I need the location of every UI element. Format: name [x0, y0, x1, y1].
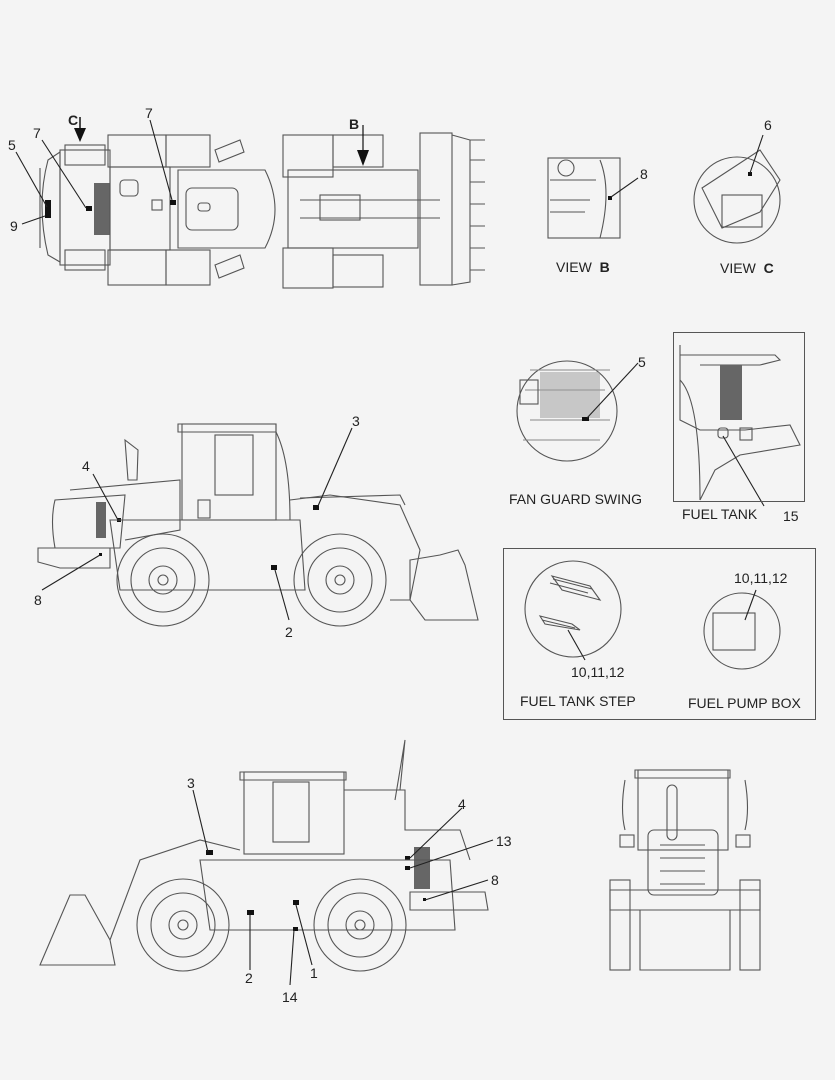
callout-15: 15 [783, 508, 799, 524]
fuel-pump-box-drawing [703, 589, 781, 670]
callout-8: 8 [34, 592, 42, 608]
view-arrow-b-label: B [349, 116, 360, 132]
right-side-view-drawing [39, 739, 494, 986]
fuel-tank-panel-frame [673, 332, 805, 502]
callout-7-hood: 7 [33, 125, 41, 141]
callout-2: 2 [285, 624, 293, 640]
fan-guard-swing-caption: FAN GUARD SWING [509, 491, 643, 507]
fuel-tank-step-pump-box-panel-frame [503, 548, 816, 720]
callout-2: 2 [245, 970, 253, 986]
view-b-caption: VIEW B [556, 260, 610, 274]
callout-7-cab: 7 [145, 105, 153, 121]
callout-8: 8 [491, 872, 499, 888]
fan-guard-swing-drawing [516, 360, 639, 462]
view-c-caption-letter: C [763, 260, 774, 276]
callout-4: 4 [458, 796, 466, 812]
fuel-tank-step-drawing [524, 560, 622, 661]
top-view-drawing [15, 117, 485, 289]
callout-13: 13 [496, 833, 512, 849]
callout-1: 1 [310, 965, 318, 981]
view-b-drawing [547, 157, 639, 239]
callout-8: 8 [640, 166, 648, 182]
view-c-caption-prefix: VIEW [720, 260, 756, 276]
view-c-caption: VIEW C [720, 261, 774, 275]
callout-10-11-12: 10,11,12 [571, 664, 625, 680]
callout-4: 4 [82, 458, 90, 474]
callout-9: 9 [10, 218, 18, 234]
callout-5: 5 [8, 137, 16, 153]
view-arrow-c-label: C [68, 112, 79, 128]
callout-5: 5 [638, 354, 646, 370]
fuel-tank-drawing [679, 345, 801, 507]
view-b-caption-letter: B [599, 259, 610, 275]
callout-3: 3 [352, 413, 360, 429]
callout-3: 3 [187, 775, 195, 791]
fuel-tank-caption: FUEL TANK [682, 506, 758, 522]
left-side-view-drawing [37, 423, 479, 627]
rear-view-drawing [609, 769, 761, 971]
callout-10-11-12: 10,11,12 [734, 570, 788, 586]
view-b-caption-prefix: VIEW [556, 259, 592, 275]
callout-14: 14 [282, 989, 298, 1005]
fuel-tank-step-caption: FUEL TANK STEP [520, 693, 636, 709]
view-c-drawing [693, 134, 781, 244]
callout-6: 6 [764, 117, 772, 133]
fuel-pump-box-caption: FUEL PUMP BOX [688, 695, 801, 711]
